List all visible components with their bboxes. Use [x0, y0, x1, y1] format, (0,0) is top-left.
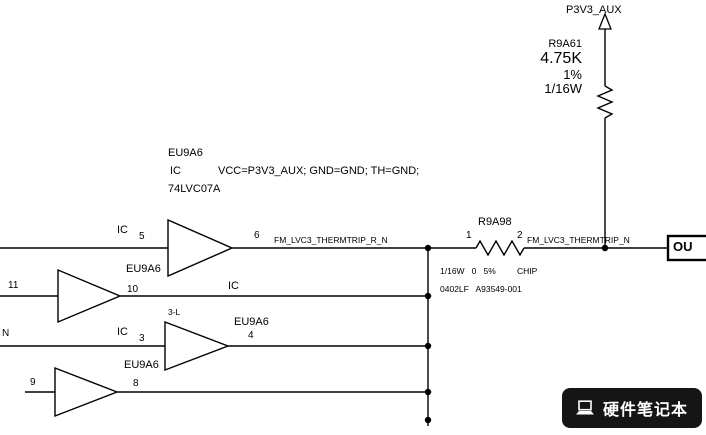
thermtrip-net-label: FM_LVC3_THERMTRIP_N	[527, 235, 630, 245]
buffer3-input-net-label: N	[2, 328, 10, 339]
buffer3-designator: IC	[117, 326, 128, 338]
buffer2-designator: IC	[228, 280, 239, 292]
r9a61-tolerance: 1%	[563, 67, 582, 82]
offpage-connector-label: OU	[673, 239, 693, 254]
junction-dot	[424, 342, 432, 350]
buffer3-refdes: EU9A6	[234, 316, 269, 328]
buffer1-output-pin: 6	[254, 230, 260, 241]
watermark-text: 硬件笔记本	[603, 402, 689, 419]
ic-power-pins: VCC=P3V3_AUX; GND=GND; TH=GND;	[218, 165, 420, 177]
buffer2-gate-symbol	[57, 268, 122, 324]
r9a61-wattage: 1/16W	[544, 81, 582, 96]
buffer4-refdes: EU9A6	[124, 359, 159, 371]
buffer1-designator: IC	[117, 224, 128, 236]
buffer-gates	[54, 218, 234, 418]
junction-dot	[601, 244, 609, 252]
offpage-connector-box	[666, 234, 706, 262]
ic-refdes: EU9A6	[168, 147, 203, 159]
buffer4-gate-symbol	[54, 366, 119, 418]
buffer1-output-net-label: FM_LVC3_THERMTRIP_R_N	[274, 235, 388, 245]
buffer3-output-pin: 4	[248, 330, 254, 341]
watermark-laptop-icon	[574, 399, 596, 417]
r9a61-value: 4.75K	[540, 50, 582, 67]
junction-dot	[424, 244, 432, 252]
buffer1-gate-symbol	[167, 218, 234, 278]
buffer3-stub-label: 3-L	[168, 307, 181, 317]
ic-designator: IC	[170, 165, 181, 177]
buffer4-input-pin: 9	[30, 377, 36, 388]
r9a98-refdes: R9A98	[478, 216, 512, 228]
junction-dot	[424, 416, 432, 424]
buffer3-input-pin: 3	[139, 333, 145, 344]
power-net-label: P3V3_AUX	[566, 4, 622, 16]
r9a98-pin1: 1	[466, 230, 472, 241]
junction-dot	[424, 292, 432, 300]
wires	[0, 24, 670, 426]
buffer4-output-pin: 8	[133, 378, 139, 389]
r9a98-spec-line1: 1/16W 0 5%	[440, 266, 496, 276]
r9a61-refdes: R9A61	[548, 38, 582, 50]
buffer3-gate-symbol	[164, 320, 230, 372]
buffer1-input-pin: 5	[139, 231, 145, 242]
r9a98-pin2: 2	[517, 230, 523, 241]
ic-part-number: 74LVC07A	[168, 183, 221, 195]
buffer2-input-pin: 11	[8, 280, 19, 291]
resistor-r9a98-symbol	[475, 239, 525, 257]
r9a98-spec-line2: 0402LF A93549-001	[440, 284, 522, 294]
junction-dots	[424, 244, 609, 424]
r9a98-spec-chip: CHIP	[517, 266, 538, 276]
resistor-r9a61-symbol	[596, 85, 614, 119]
junction-dot	[424, 388, 432, 396]
watermark-badge: 硬件笔记本	[562, 388, 702, 428]
buffer2-output-pin: 10	[127, 284, 139, 295]
power-arrow-icon	[598, 12, 612, 30]
buffer2-refdes: EU9A6	[126, 263, 161, 275]
